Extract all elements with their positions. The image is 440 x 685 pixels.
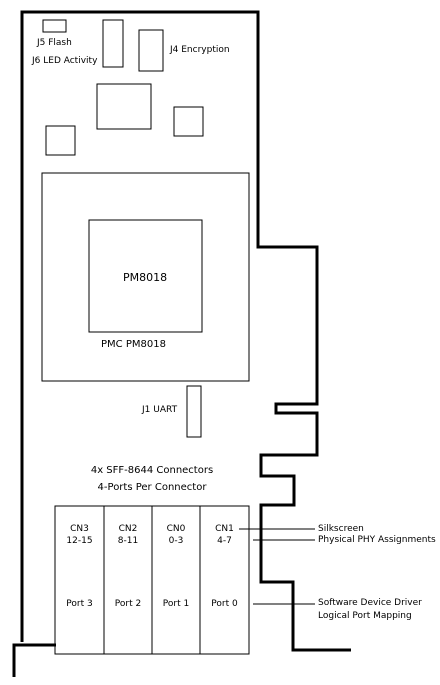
connector-phy-cn2: 8-11	[117, 536, 139, 546]
j6-led-activity-label: J6 LED Activity	[32, 56, 98, 66]
j6-led-header	[102, 19, 124, 68]
silkscreen-callout: Silkscreen	[318, 524, 364, 534]
connector-phy-cn0: 0-3	[168, 536, 184, 546]
connector-silkscreen-cn1: CN1	[215, 524, 234, 534]
j5-flash-label: J5 Flash	[37, 38, 72, 48]
connector-port-3: Port 3	[66, 599, 93, 609]
component-small-left	[45, 125, 76, 156]
pm8018-die-label: PM8018	[123, 271, 168, 284]
j1-uart-header	[186, 385, 202, 438]
board-outline	[20, 10, 351, 652]
connector-port-2: Port 2	[114, 599, 142, 609]
j5-flash-chip	[42, 19, 67, 33]
component-large	[96, 83, 152, 130]
pm8018-die	[88, 219, 203, 333]
connector-port-0: Port 0	[211, 599, 238, 609]
j4-encryption-label: J4 Encryption	[170, 45, 230, 55]
connector-phy-cn3: 12-15	[66, 536, 93, 546]
phy-assignments-callout: Physical PHY Assignments	[318, 535, 436, 545]
connector-heading: 4x SFF-8644 Connectors	[90, 465, 214, 476]
j4-encryption-chip	[138, 29, 164, 72]
driver-mapping-callout-line1: Software Device Driver	[318, 598, 422, 608]
connector-phy-cn1: 4-7	[217, 536, 232, 546]
connector-silkscreen-cn3: CN3	[70, 524, 89, 534]
connector-silkscreen-cn2: CN2	[118, 524, 138, 534]
bracket-outline	[12, 643, 56, 677]
connector-silkscreen-cn0: CN0	[166, 524, 186, 534]
driver-mapping-callout-line2: Logical Port Mapping	[318, 611, 412, 621]
j1-uart-label: J1 UART	[142, 405, 178, 415]
pmc-package-label: PMC PM8018	[101, 339, 166, 350]
component-small-right	[173, 106, 204, 137]
pmc-package	[41, 172, 250, 382]
connector-port-1: Port 1	[162, 599, 190, 609]
connector-subheading: 4-Ports Per Connector	[97, 482, 207, 493]
